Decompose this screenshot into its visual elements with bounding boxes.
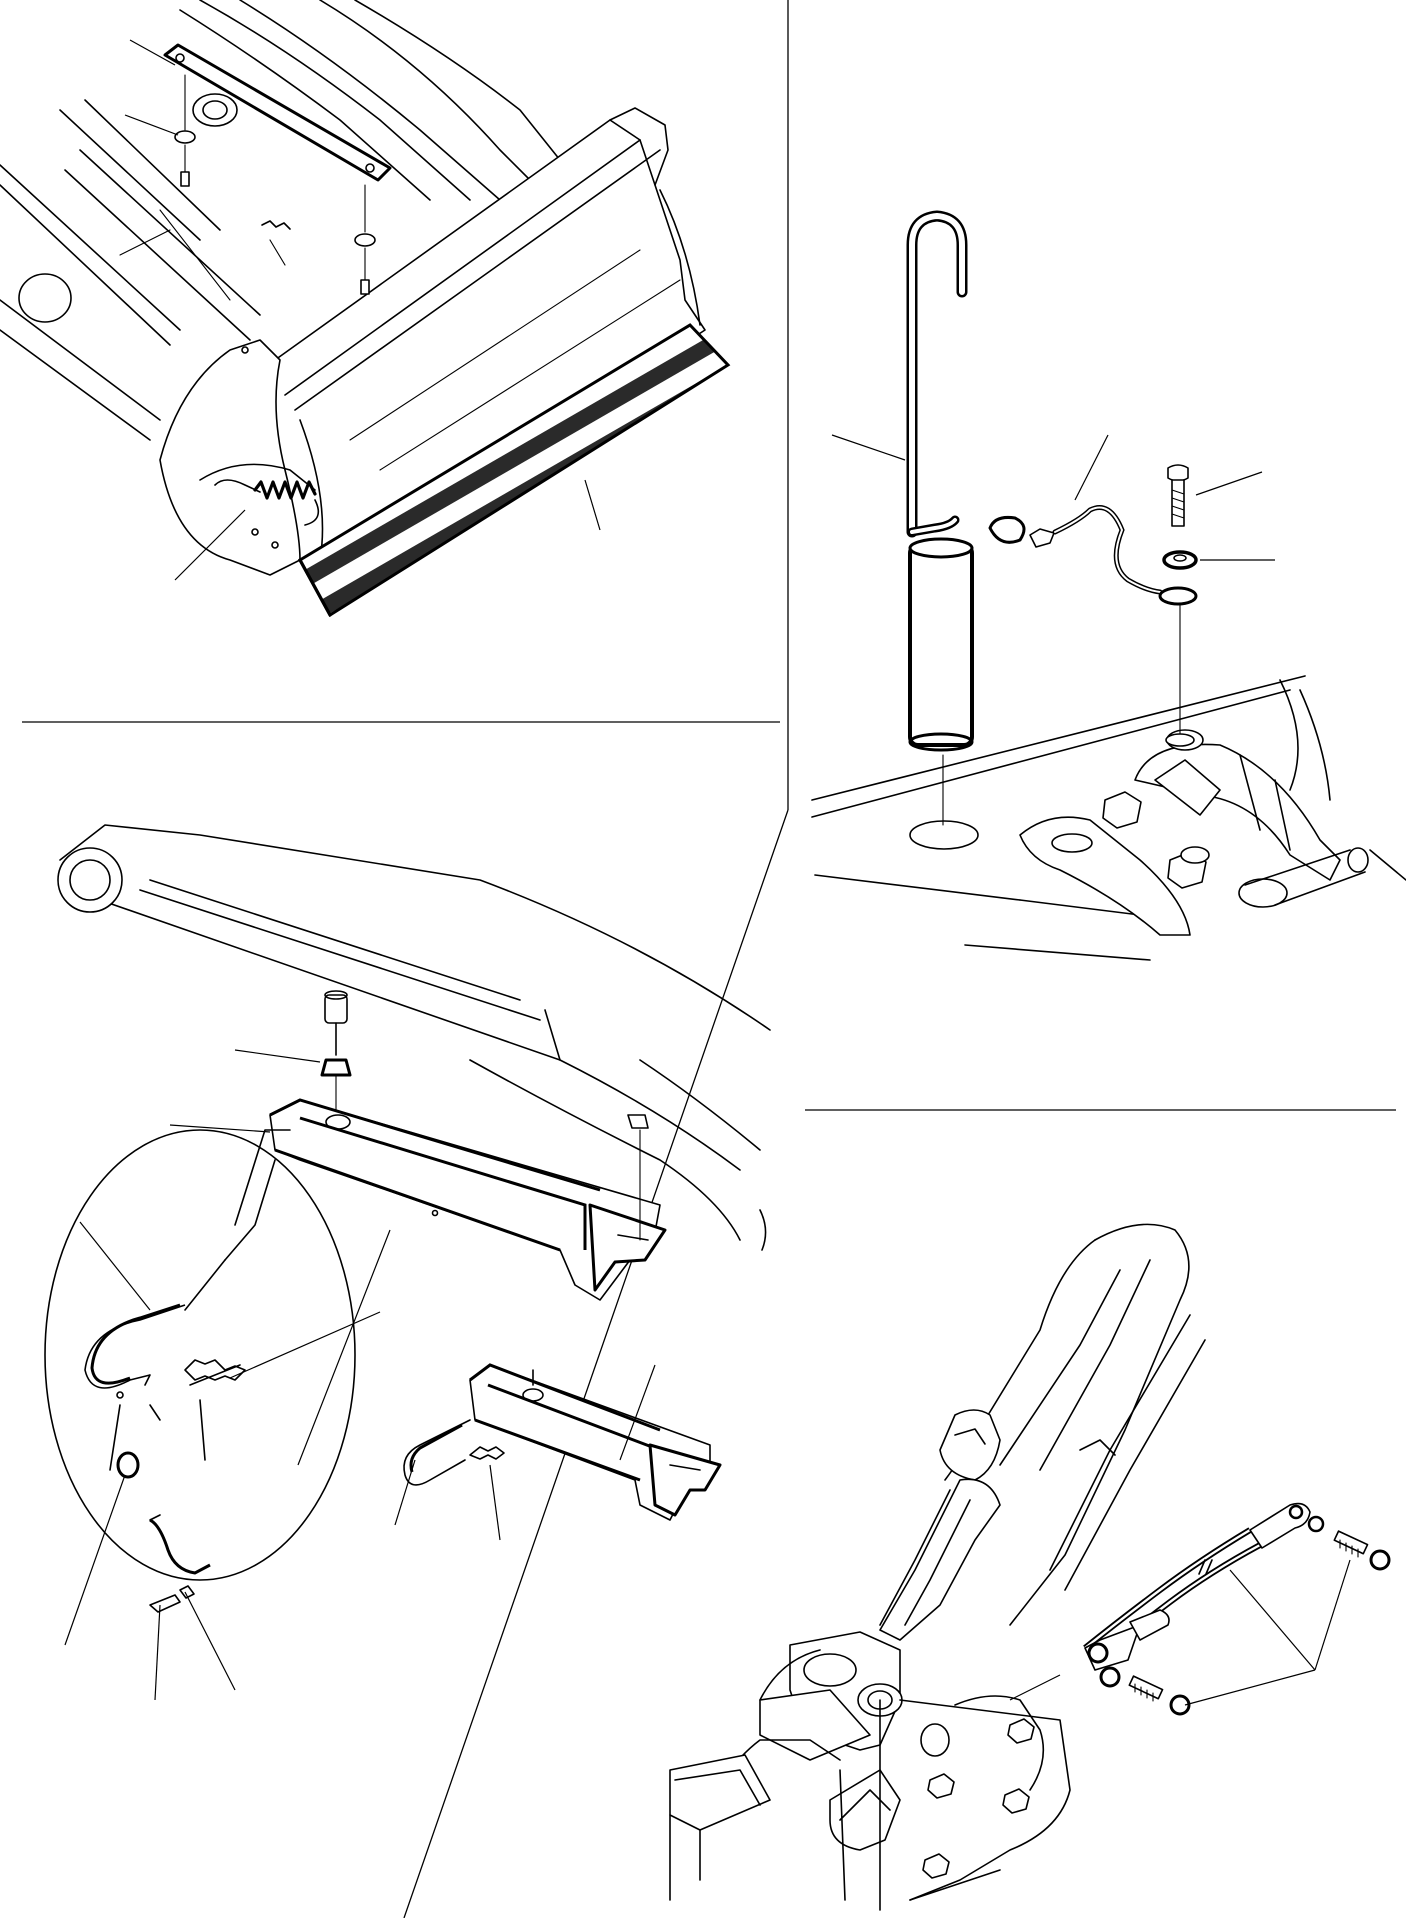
- bolt-lower: [1128, 1675, 1164, 1700]
- bucket: [159, 107, 706, 576]
- bolt-and-washer: [1162, 464, 1198, 747]
- base-block-left: [669, 1754, 771, 1831]
- protective-edge-cover: [297, 323, 731, 618]
- washer: [174, 130, 196, 144]
- bushing-right: [360, 279, 370, 295]
- clevis-pin-spring: [184, 1359, 246, 1386]
- panel-bucket-with-protective-edge: [0, 0, 731, 618]
- base-mount: [669, 1631, 1071, 1911]
- panel1-leader-lines: [124, 39, 601, 581]
- cable-eye-upper: [1249, 1502, 1311, 1549]
- bolt-head: [1167, 464, 1189, 482]
- panel-cylinder-safety-cables: [669, 1223, 1391, 1911]
- boom-and-cylinder: [879, 1223, 1206, 1641]
- safety-hook: [906, 210, 968, 538]
- alternate-strut: [403, 1363, 722, 1521]
- screw: [149, 1594, 181, 1613]
- pivot-boss-left: [18, 273, 72, 323]
- ring-and-cable: [116, 1451, 211, 1613]
- alternate-strut-clip: [648, 1443, 722, 1517]
- threaded-hole: [1165, 733, 1195, 747]
- boom-arm: [57, 824, 771, 1251]
- handle-detail: [44, 1129, 356, 1581]
- retaining-strap: [163, 43, 392, 295]
- mounting-hole: [909, 820, 979, 850]
- detail-circle: [44, 1129, 356, 1581]
- pivot-bracket: [1019, 729, 1369, 936]
- panel-safety-hook-and-pin: [811, 210, 1406, 961]
- rubber-bushing: [320, 1058, 352, 1077]
- boom-pivot: [57, 847, 123, 913]
- safety-cable-set: [1083, 1502, 1391, 1716]
- washer-right: [354, 233, 376, 247]
- panel-dividers: [22, 0, 1396, 1918]
- panel2-leader-lines: [831, 434, 1275, 561]
- panel3-leader-lines: [64, 1049, 656, 1701]
- small-washer: [179, 1585, 195, 1599]
- retaining-spring: [214, 479, 320, 526]
- bolt-shank: [1171, 479, 1185, 527]
- hex-nut: [1102, 791, 1142, 829]
- pivot-boss: [192, 93, 238, 127]
- bushing: [180, 171, 190, 187]
- retaining-wire: [988, 505, 1198, 606]
- latch-tab: [627, 1114, 649, 1129]
- boom-arms: [0, 0, 561, 441]
- locking-pin-assembly: [320, 990, 352, 1116]
- panel4-leader-lines: [1009, 1559, 1351, 1706]
- bolt-upper: [1333, 1530, 1369, 1555]
- washer: [1162, 550, 1198, 570]
- panel-boom-safety-strut: [44, 824, 771, 1701]
- strut-end-clip: [588, 1203, 667, 1292]
- safety-pin: [908, 537, 974, 826]
- safety-strut: [269, 1098, 667, 1301]
